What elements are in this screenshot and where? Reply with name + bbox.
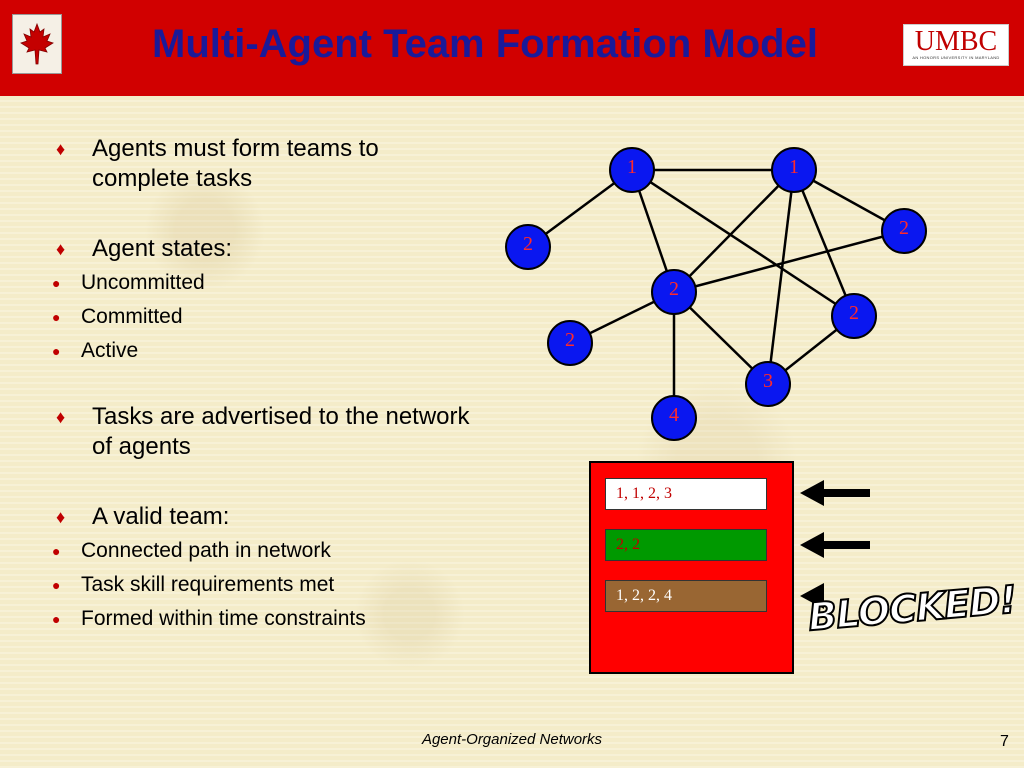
diamond-bullet-icon: ♦ <box>56 407 66 427</box>
bullet-text: Agents must form teams to complete tasks <box>92 135 379 192</box>
dot-bullet-icon: ● <box>52 275 61 291</box>
left-arrow-icon <box>800 480 870 506</box>
umbc-logo: UMBC AN HONORS UNIVERSITY IN MARYLAND <box>903 24 1009 66</box>
network-edge <box>673 229 905 294</box>
agent-node: 3 <box>745 361 791 407</box>
sub-bullet-text: Formed within time constraints <box>81 607 366 630</box>
bullet-item: ♦ Agent states: <box>56 234 476 264</box>
sub-bullet-text: Active <box>81 339 139 362</box>
footer-text: Agent-Organized Networks <box>421 731 603 748</box>
maple-leaf-logo <box>12 14 62 74</box>
agent-node: 4 <box>651 395 697 441</box>
sub-bullet-text: Task skill requirements met <box>81 573 335 596</box>
page-number: 7 <box>1000 733 1009 750</box>
diamond-bullet-icon: ♦ <box>56 239 66 259</box>
bullet-item: ♦ A valid team: <box>56 502 476 532</box>
dot-bullet-icon: ● <box>52 309 61 325</box>
agent-node: 2 <box>881 208 927 254</box>
maple-leaf-icon <box>20 22 54 65</box>
agent-node: 1 <box>609 147 655 193</box>
left-arrow-icon <box>800 583 824 609</box>
bullet-item: ♦ Tasks are advertised to the network of… <box>56 402 476 462</box>
task-item: 1, 1, 2, 3 <box>605 478 767 510</box>
sub-bullet-item: ● Committed <box>0 300 476 334</box>
task-item: 1, 2, 2, 4 <box>605 580 767 612</box>
logo-tagline: AN HONORS UNIVERSITY IN MARYLAND <box>912 55 1000 60</box>
left-arrow-icon <box>800 532 870 558</box>
dot-bullet-icon: ● <box>52 343 61 359</box>
sub-bullet-text: Uncommitted <box>81 271 205 294</box>
page-title: Multi-Agent Team Formation Model <box>152 22 818 66</box>
logo-wordmark: UMBC <box>914 26 998 57</box>
bullet-list: ♦ Agents must form teams to complete tas… <box>52 134 476 632</box>
task-item: 2, 2 <box>605 529 767 561</box>
network-edge <box>673 169 795 293</box>
sub-bullet-item: ● Uncommitted <box>0 266 476 300</box>
sub-bullet-text: Connected path in network <box>81 539 331 562</box>
dot-bullet-icon: ● <box>52 543 61 559</box>
agent-node: 2 <box>505 224 551 270</box>
agent-node: 2 <box>547 320 593 366</box>
bullet-text: Agent states: <box>92 235 233 262</box>
network-edge <box>792 169 856 317</box>
sub-bullet-item: ● Task skill requirements met <box>0 568 476 602</box>
agent-node: 2 <box>831 293 877 339</box>
dot-bullet-icon: ● <box>52 611 61 627</box>
dot-bullet-icon: ● <box>52 577 61 593</box>
agent-node: 2 <box>651 269 697 315</box>
bullet-item: ♦ Agents must form teams to complete tas… <box>56 134 476 194</box>
diamond-bullet-icon: ♦ <box>56 507 66 527</box>
sub-bullet-item: ● Formed within time constraints <box>0 602 476 632</box>
agent-node: 1 <box>771 147 817 193</box>
bullet-text: A valid team: <box>92 503 230 530</box>
sub-bullet-item: ● Connected path in network <box>0 534 476 568</box>
header-bar: Multi-Agent Team Formation Model UMBC AN… <box>0 0 1024 96</box>
sub-bullet-text: Committed <box>81 305 183 328</box>
bullet-text: Tasks are advertised to the network of a… <box>92 403 470 460</box>
sub-bullet-item: ● Active <box>0 334 476 368</box>
network-edge <box>631 168 855 318</box>
diamond-bullet-icon: ♦ <box>56 139 66 159</box>
network-edge <box>766 169 796 385</box>
